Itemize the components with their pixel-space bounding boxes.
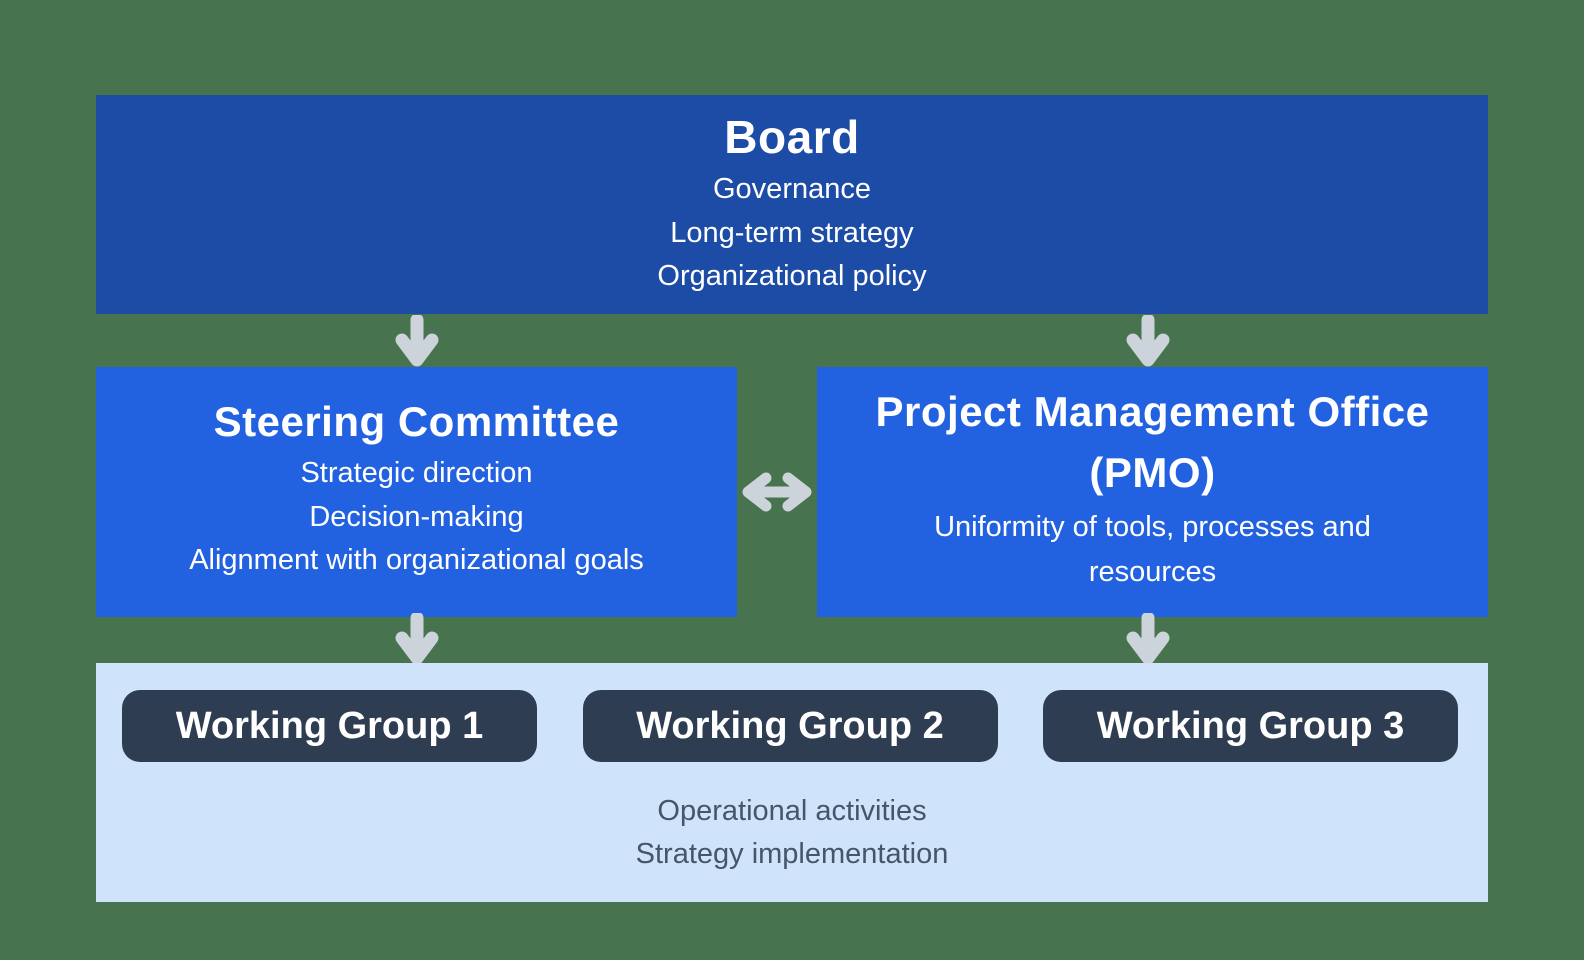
arrow-down-icon xyxy=(1126,315,1170,367)
operations-line-implementation: Strategy implementation xyxy=(635,838,949,870)
pmo-line-uniformity: Uniformity of tools, processes and resou… xyxy=(934,511,1371,588)
working-group-1-label: Working Group 1 xyxy=(175,704,484,747)
steering-line-alignment: Alignment with organizational goals xyxy=(189,544,644,576)
board-box: Board Governance Long-term strategy Orga… xyxy=(96,95,1488,314)
steering-line-direction: Strategic direction xyxy=(300,457,533,489)
board-line-strategy: Long-term strategy xyxy=(670,216,914,249)
board-line-governance: Governance xyxy=(713,173,871,205)
arrow-down-icon xyxy=(395,613,439,665)
working-group-3-pill: Working Group 3 xyxy=(1043,690,1458,762)
working-group-1-pill: Working Group 1 xyxy=(122,690,537,762)
board-line-policy: Organizational policy xyxy=(657,260,927,292)
working-groups-row: Working Group 1 Working Group 2 Working … xyxy=(96,663,1488,762)
operations-text: Operational activities Strategy implemen… xyxy=(96,790,1488,876)
arrow-down-icon xyxy=(395,315,439,367)
working-group-2-pill: Working Group 2 xyxy=(582,690,998,762)
pmo-title: Project Management Office (PMO) xyxy=(875,388,1430,496)
arrow-left-right-icon xyxy=(742,472,812,512)
working-group-2-label: Working Group 2 xyxy=(636,704,944,747)
working-groups-section: Working Group 1 Working Group 2 Working … xyxy=(96,663,1488,902)
steering-committee-title: Steering Committee xyxy=(213,398,620,445)
operations-line-activities: Operational activities xyxy=(657,795,927,827)
arrow-down-icon xyxy=(1126,613,1170,665)
board-title: Board xyxy=(724,111,860,163)
working-group-3-label: Working Group 3 xyxy=(1096,704,1405,747)
steering-committee-box: Steering Committee Strategic direction D… xyxy=(96,367,737,617)
steering-line-decision: Decision-making xyxy=(309,500,524,533)
pmo-box: Project Management Office (PMO) Uniformi… xyxy=(817,367,1488,617)
